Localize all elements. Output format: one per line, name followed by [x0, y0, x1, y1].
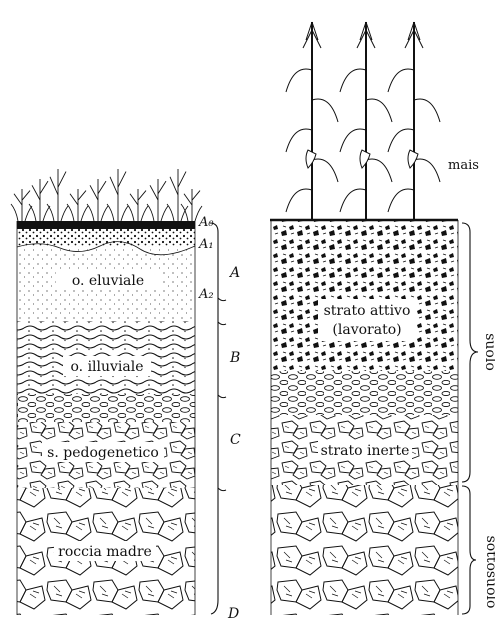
layer-pedogenetic	[17, 394, 195, 422]
left-soil-profile: o. eluviale o. illuviale s. pedogenetico…	[11, 169, 241, 622]
horizon-label-a: A	[228, 265, 240, 281]
svg-text:strato inerte: strato inerte	[321, 443, 410, 459]
soil-bracket	[462, 223, 478, 482]
label-bedrock: roccia madre	[54, 541, 156, 561]
svg-text:s. pedogenetico: s. pedogenetico	[47, 445, 159, 461]
horizon-label-a0: A₀	[198, 215, 214, 230]
horizon-label-c: C	[230, 432, 241, 448]
grass-vegetation	[11, 169, 202, 221]
layer-subsoil-rock	[271, 485, 458, 615]
label-illuvial: o. illuviale	[63, 356, 151, 376]
soil-bracket-label: suolo	[482, 333, 495, 371]
horizon-label-a1: A₁	[198, 237, 214, 252]
svg-text:o. illuviale: o. illuviale	[70, 359, 143, 375]
subsoil-bracket-label: sottosuolo	[483, 536, 495, 609]
maize-plants	[286, 22, 440, 219]
layer-a0-litter	[17, 221, 195, 229]
label-inert-layer: strato inerte	[318, 440, 412, 460]
horizon-label-d: D	[227, 606, 239, 622]
label-eluvial: o. eluviale	[56, 270, 160, 290]
horizon-brace	[210, 223, 218, 614]
horizon-label-a2: A₂	[198, 287, 214, 302]
svg-text:o. eluviale: o. eluviale	[72, 273, 144, 289]
crop-label: mais	[448, 158, 479, 173]
subsoil-bracket	[462, 486, 476, 614]
label-pedogenetic: s. pedogenetico	[42, 442, 164, 462]
label-active-layer: strato attivo (lavorato)	[318, 299, 416, 341]
layer-active	[271, 221, 458, 371]
horizon-label-b: B	[229, 350, 240, 366]
right-soil-profile: mais strato attivo (lavorato) strato ine…	[270, 22, 495, 615]
svg-text:roccia madre: roccia madre	[58, 544, 152, 560]
svg-text:strato attivo: strato attivo	[324, 303, 411, 319]
svg-text:(lavorato): (lavorato)	[332, 322, 401, 338]
